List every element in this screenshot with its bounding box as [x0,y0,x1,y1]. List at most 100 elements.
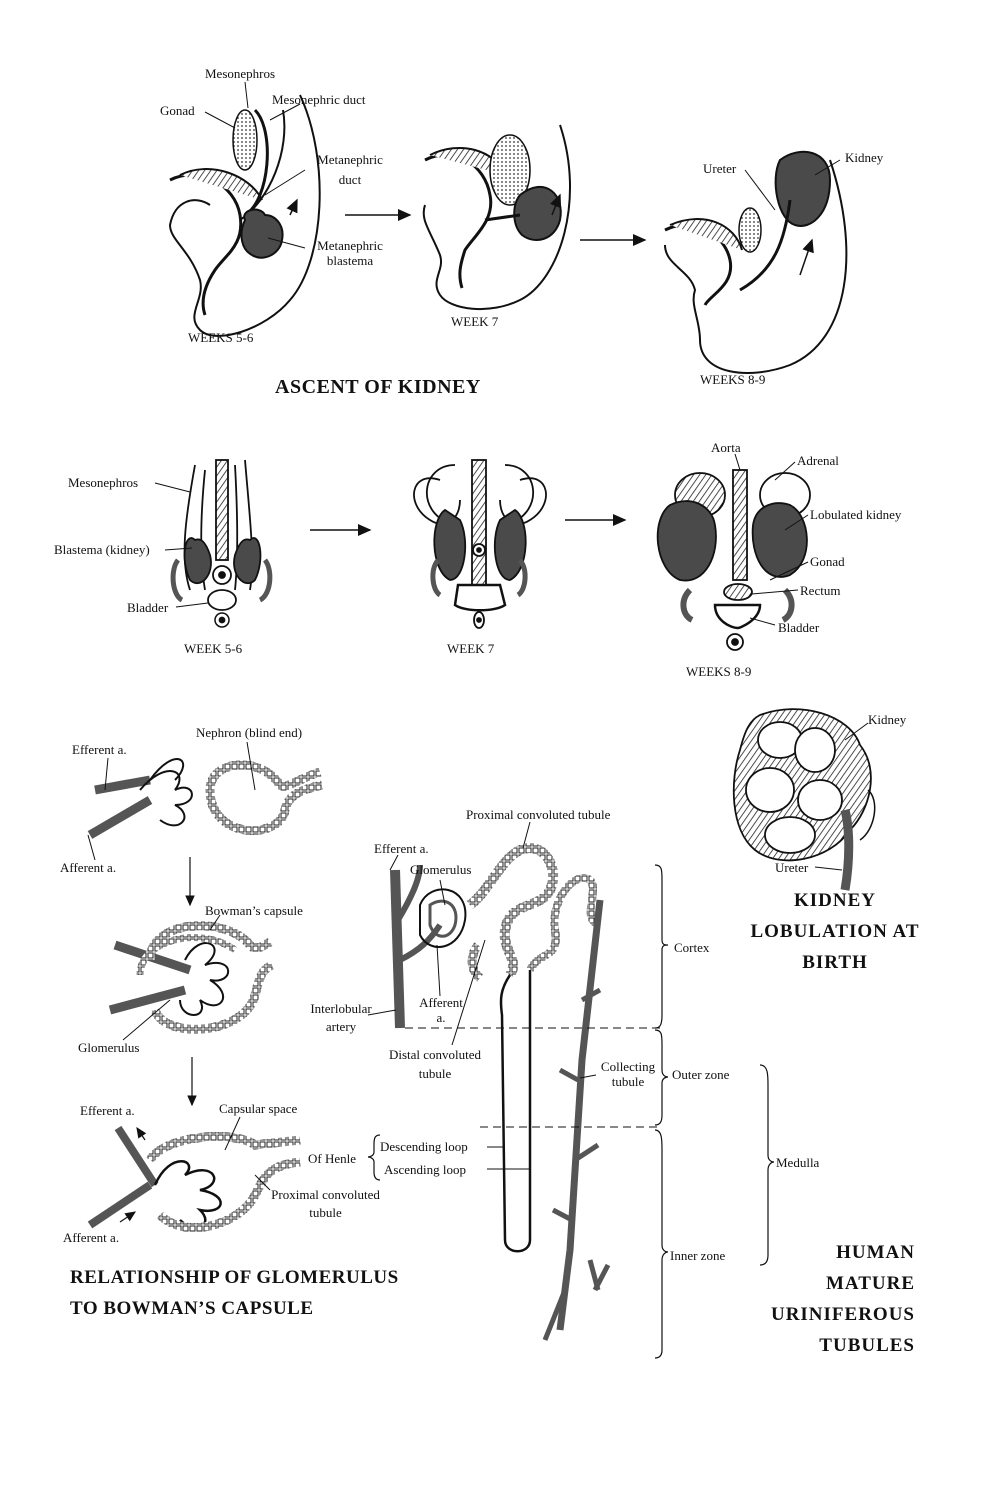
title-tubules-line3: URINIFEROUS [770,1304,915,1325]
label-bowmans-capsule: Bowman’s capsule [205,903,303,918]
label-collecting-line1: Collecting [600,1059,656,1074]
glom-leader-lines [87,741,271,1191]
title-tubules-line2: MATURE [825,1273,915,1294]
tubule-leader-lines [367,821,597,1170]
frontal-week-7-drawing [413,459,547,629]
title-relationship-line2: TO BOWMAN’S CAPSULE [70,1298,314,1319]
label-metanephric-blastema-line1: Metanephric [317,238,383,253]
label-blastema-kidney: Blastema (kidney) [54,542,150,557]
nephron-drawing [390,843,611,1341]
stage-label-week-7: WEEK 7 [451,314,499,329]
aorta-shape [732,469,748,581]
label-mesonephros-1: Mesonephros [205,66,276,81]
label-afferent-line1: Afferent [419,995,463,1010]
title-ascent-of-kidney: ASCENT OF KIDNEY [275,376,481,398]
lobulated-kidney-left [656,500,717,582]
frontal-week-8-9-drawing [656,469,811,651]
label-gonad-2: Gonad [810,554,845,569]
label-efferent-bottom: Efferent a. [80,1103,135,1118]
interlobular-artery-shape [390,869,405,1029]
label-aorta: Aorta [711,440,741,455]
label-afferent-line2: a. [436,1010,446,1025]
label-dct-line2: tubule [418,1066,452,1081]
label-afferent-top: Afferent a. [60,860,117,875]
label-nephron-blind-end: Nephron (blind end) [196,725,303,740]
zone-dividers [405,1027,660,1128]
title-lobulation-line2: LOBULATION AT [750,921,920,942]
label-kidney-1: Kidney [845,150,884,165]
label-proximal-convoluted-tubule-2: Proximal convoluted tubule [466,807,611,822]
label-collecting-line2: tubule [611,1074,645,1089]
frontal-week-5-6-drawing [170,459,273,628]
label-descending-loop: Descending loop [380,1139,468,1154]
label-adrenal: Adrenal [797,453,839,468]
title-human-mature-uriniferous-tubules: HUMAN MATURE URINIFEROUS TUBULES [745,1237,915,1361]
label-metanephric-blastema-line2: blastema [326,253,374,268]
label-ureter-1: Ureter [703,161,737,176]
label-bladder-1: Bladder [127,600,169,615]
label-gonad-1: Gonad [160,103,195,118]
label-medulla: Medulla [776,1155,820,1170]
label-glomerulus-1: Glomerulus [78,1040,140,1055]
label-interlobular-artery: Interlobular artery [296,1001,386,1034]
label-capsular-space: Capsular space [219,1101,298,1116]
label-metanephric-blastema: Metanephric blastema [305,238,395,268]
metanephric-blastema-shape [240,208,284,259]
label-interlobular-line2: artery [325,1019,357,1034]
stage-label-front-weeks-8-9: WEEKS 8-9 [686,664,752,679]
lobulated-kidney-right [751,502,808,578]
title-relationship-line1: RELATIONSHIP OF GLOMERULUS [70,1267,399,1288]
title-tubules-line1: HUMAN [836,1242,915,1263]
label-metanephric-duct-line2: duct [338,172,362,187]
label-proximal-convoluted-tubule-1: Proximal convoluted tubule [263,1187,388,1220]
frontal-leader-lines [154,453,809,626]
label-rectum: Rectum [800,583,841,598]
title-tubules-line4: TUBULES [819,1335,915,1356]
lobulation-leader-lines [814,722,869,871]
label-ascending-loop: Ascending loop [384,1162,466,1177]
title-lobulation-line1: KIDNEY [793,890,876,911]
stage-label-front-week-5-6: WEEK 5-6 [184,641,243,656]
label-of-henle: Of Henle [308,1151,357,1166]
gonad-shape [232,109,258,171]
label-lobulated-kidney: Lobulated kidney [810,507,902,522]
label-cortex: Cortex [674,940,710,955]
label-ureter-birth: Ureter [775,860,809,875]
label-inner-zone: Inner zone [670,1248,726,1263]
label-outer-zone: Outer zone [672,1067,730,1082]
ascent-stage-2-drawing [422,124,571,311]
title-kidney-lobulation: KIDNEY LOBULATION AT BIRTH [730,885,940,978]
label-bladder-2: Bladder [778,620,820,635]
ascent-stage-3-drawing [664,150,848,374]
glomerulus-step-2 [108,921,275,1034]
glomerulus-step-3 [87,1125,301,1233]
label-dct-line1: Distal convoluted [388,1047,482,1062]
title-relationship-glomerulus: RELATIONSHIP OF GLOMERULUS TO BOWMAN’S C… [70,1262,399,1324]
lobulated-kidney-drawing [732,708,876,891]
ascent-stage-1-drawing [168,94,321,337]
ascent-leader-lines [204,81,841,249]
label-interlobular-line1: Interlobular [310,1001,372,1016]
stage-label-front-week-7: WEEK 7 [447,641,495,656]
label-metanephric-duct: Metanephric duct [305,152,395,187]
title-lobulation-line3: BIRTH [802,952,868,973]
label-pct-line1: Proximal convoluted [271,1187,380,1202]
label-kidney-birth: Kidney [868,712,907,727]
label-distal-convoluted-tubule: Distal convoluted tubule [360,1047,510,1081]
label-afferent-bottom: Afferent a. [63,1230,120,1245]
kidney-shape [774,150,832,227]
label-efferent-top: Efferent a. [72,742,127,757]
label-afferent-tubule: Afferent a. [410,995,472,1025]
label-collecting-tubule: Collecting tubule [592,1059,664,1089]
label-glomerulus-2: Glomerulus [410,862,472,877]
glomerulus-step-1 [87,758,323,839]
stage-label-weeks-8-9: WEEKS 8-9 [700,372,766,387]
label-efferent-tubule: Efferent a. [374,841,429,856]
label-mesonephros-2: Mesonephros [68,475,139,490]
label-mesonephric-duct: Mesonephric duct [272,92,366,107]
label-pct-line2: tubule [309,1205,342,1220]
zone-braces [367,864,775,1359]
stage-label-weeks-5-6: WEEKS 5-6 [188,330,254,345]
